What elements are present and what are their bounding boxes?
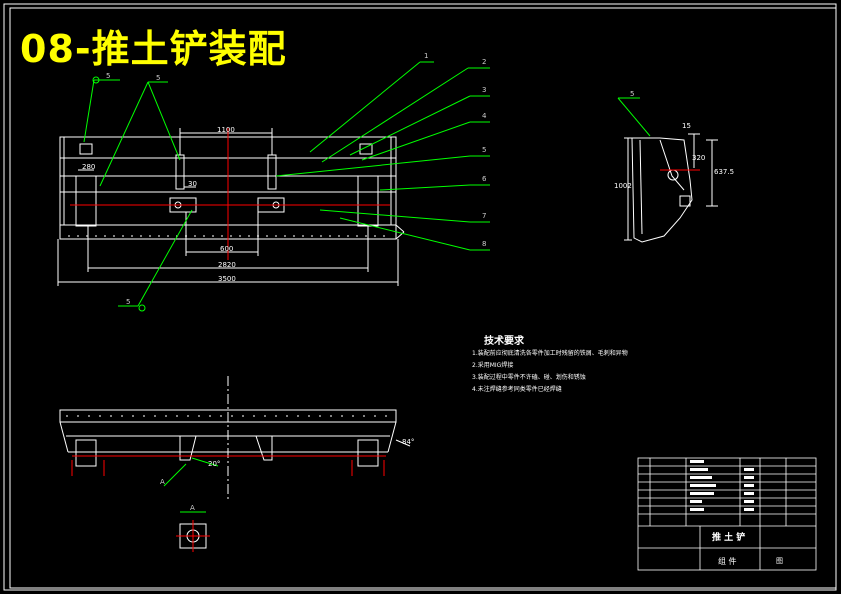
- drawing-title: 08-推土铲装配: [20, 27, 287, 71]
- weld-symbol-3: 5: [126, 298, 131, 306]
- title-block-label-lower: 组 件: [718, 557, 737, 566]
- dim-320: 320: [692, 154, 706, 162]
- callout-8: 8: [482, 240, 487, 248]
- side-view: [617, 97, 718, 243]
- callout-3: 3: [482, 86, 487, 94]
- callout-4: 4: [482, 112, 487, 120]
- ear-left: [175, 154, 185, 190]
- dim-20deg: 20°: [208, 460, 221, 468]
- dim-600: 600: [220, 245, 234, 253]
- title-block: [637, 457, 817, 571]
- dim-3500: 3500: [218, 275, 236, 283]
- title-block-name: 推 土 铲: [712, 533, 746, 543]
- dim-84deg: 84°: [402, 438, 415, 446]
- callout-7: 7: [482, 212, 487, 220]
- section-detail: [176, 511, 210, 552]
- title-block-label-right: 图: [776, 557, 783, 565]
- section-marker: A: [160, 478, 165, 486]
- dim-30: 30: [188, 180, 197, 188]
- callout-5: 5: [482, 146, 487, 154]
- ear-right: [267, 154, 277, 190]
- weld-symbol-2: 5: [156, 74, 161, 82]
- dim-15: 15: [682, 122, 691, 130]
- weld-symbol-1: 5: [106, 72, 111, 80]
- dim-1002: 1002: [614, 182, 632, 190]
- callout-6: 6: [482, 175, 487, 183]
- callout-2: 2: [482, 58, 487, 66]
- inner-border: [9, 7, 837, 589]
- tech-requirements-heading: 技术要求: [484, 336, 524, 347]
- dim-280: 280: [82, 163, 96, 171]
- section-label: A: [190, 504, 195, 512]
- dim-637: 637.5: [714, 168, 735, 176]
- outer-border: [3, 3, 837, 591]
- dim-2820: 2820: [218, 261, 236, 269]
- front-view: [57, 61, 490, 312]
- side-profile: [631, 137, 693, 243]
- weld-symbol-4: 5: [630, 90, 635, 98]
- bracket-left: [75, 175, 97, 227]
- tech-requirements-list: 1.装配前应彻底清洗各零件加工时残留的铁屑、毛刺和异物 2.采用MIG焊接 3.…: [472, 348, 628, 396]
- tech-requirement-item: 4.未注焊缝参考同类零件已经焊缝: [472, 386, 562, 393]
- tech-requirement-item: 2.采用MIG焊接: [472, 362, 514, 369]
- dim-1100: 1100: [217, 126, 235, 134]
- tech-requirement-item: 1.装配前应彻底清洗各零件加工时残留的铁屑、毛刺和异物: [472, 350, 628, 357]
- callout-1: 1: [424, 52, 429, 60]
- plan-view: [59, 409, 411, 467]
- bracket-right: [357, 175, 379, 227]
- tech-requirement-item: 3.装配过程中零件不许磕、碰、划伤和锈蚀: [472, 374, 586, 381]
